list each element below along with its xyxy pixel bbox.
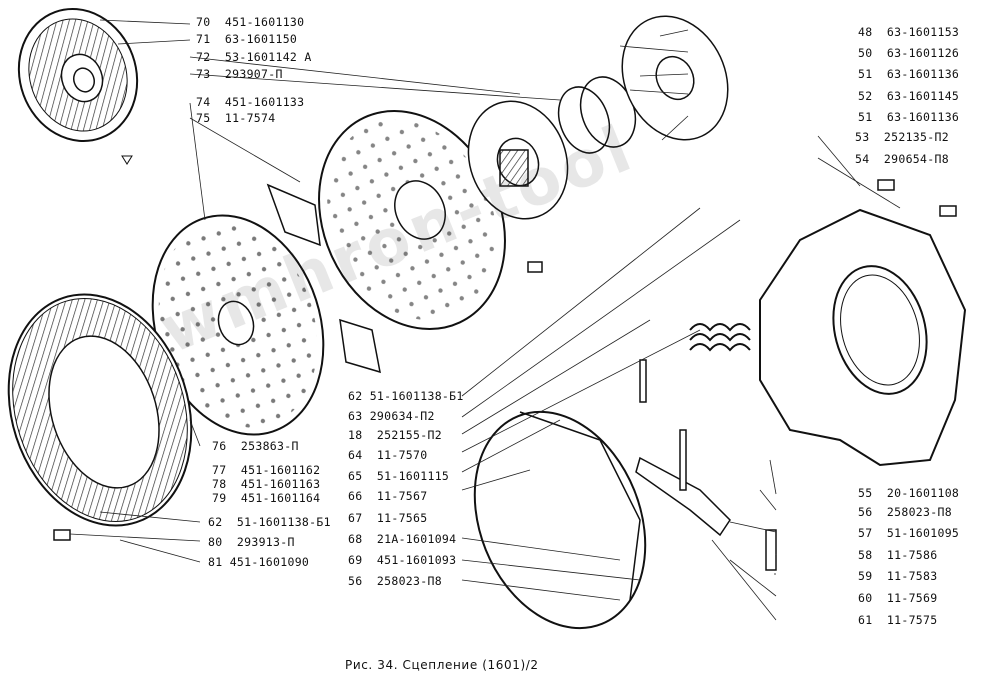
callout-65: 65 51-1601115 [348, 469, 450, 483]
callout-75: 75 11-7574 [196, 111, 276, 125]
clutch-housing [759, 208, 967, 467]
callout-74: 74 451-1601133 [196, 95, 305, 109]
callout-54: 54 290654-П8 [855, 152, 949, 166]
callout-56a: 56 258023-П8 [348, 574, 442, 588]
callout-50: 50 63-1601126 [858, 46, 960, 60]
callout-56b: 56 258023-П8 [858, 505, 952, 519]
cover-plate [621, 15, 729, 141]
callout-18: 18 252155-П2 [348, 428, 442, 442]
callout-69: 69 451-1601093 [348, 553, 457, 567]
pointer-marker [121, 155, 133, 165]
release-levers [266, 183, 381, 374]
bolts [53, 179, 957, 541]
callout-78: 78 451-1601163 [212, 477, 321, 491]
callout-73: 73 293907-П [196, 67, 283, 81]
callout-71: 71 63-1601150 [196, 32, 298, 46]
callout-59: 59 11-7583 [858, 569, 938, 583]
leader-lines [69, 19, 901, 621]
callout-76: 76 253863-П [212, 439, 299, 453]
callout-55: 55 20-1601108 [858, 486, 960, 500]
callout-57: 57 51-1601095 [858, 526, 960, 540]
callout-51a: 51 63-1601136 [858, 67, 960, 81]
callout-72: 72 53-1601142 А [196, 50, 312, 64]
callout-62b: 62 51-1601138-Б1 [208, 515, 331, 529]
friction-disc-large [7, 293, 193, 527]
hub-plate [467, 100, 569, 220]
callout-70: 70 451-1601130 [196, 15, 305, 29]
callout-62a: 62 51-1601138-Б1 [348, 389, 464, 403]
callout-61: 61 11-7575 [858, 613, 938, 627]
center-disc [318, 110, 506, 330]
release-fork [635, 359, 777, 571]
callout-66: 66 11-7567 [348, 489, 428, 503]
callout-80: 80 293913-П [208, 535, 295, 549]
figure-caption: Рис. 34. Сцепление (1601)/2 [345, 658, 539, 672]
callout-63: 63 290634-П2 [348, 409, 435, 423]
flywheel-cover [473, 410, 647, 630]
return-spring [689, 323, 751, 352]
callout-81: 81 451-1601090 [208, 555, 310, 569]
callout-77: 77 451-1601162 [212, 463, 321, 477]
callout-79: 79 451-1601164 [212, 491, 321, 505]
callout-48: 48 63-1601153 [858, 25, 960, 39]
callout-53: 53 252135-П2 [855, 130, 949, 144]
callout-67: 67 11-7565 [348, 511, 428, 525]
callout-60: 60 11-7569 [858, 591, 938, 605]
callout-68: 68 21А-1601094 [348, 532, 457, 546]
driven-disc-small [17, 7, 139, 143]
callout-64: 64 11-7570 [348, 448, 428, 462]
callout-52: 52 63-1601145 [858, 89, 960, 103]
callout-58: 58 11-7586 [858, 548, 938, 562]
callout-51b: 51 63-1601136 [858, 110, 960, 124]
